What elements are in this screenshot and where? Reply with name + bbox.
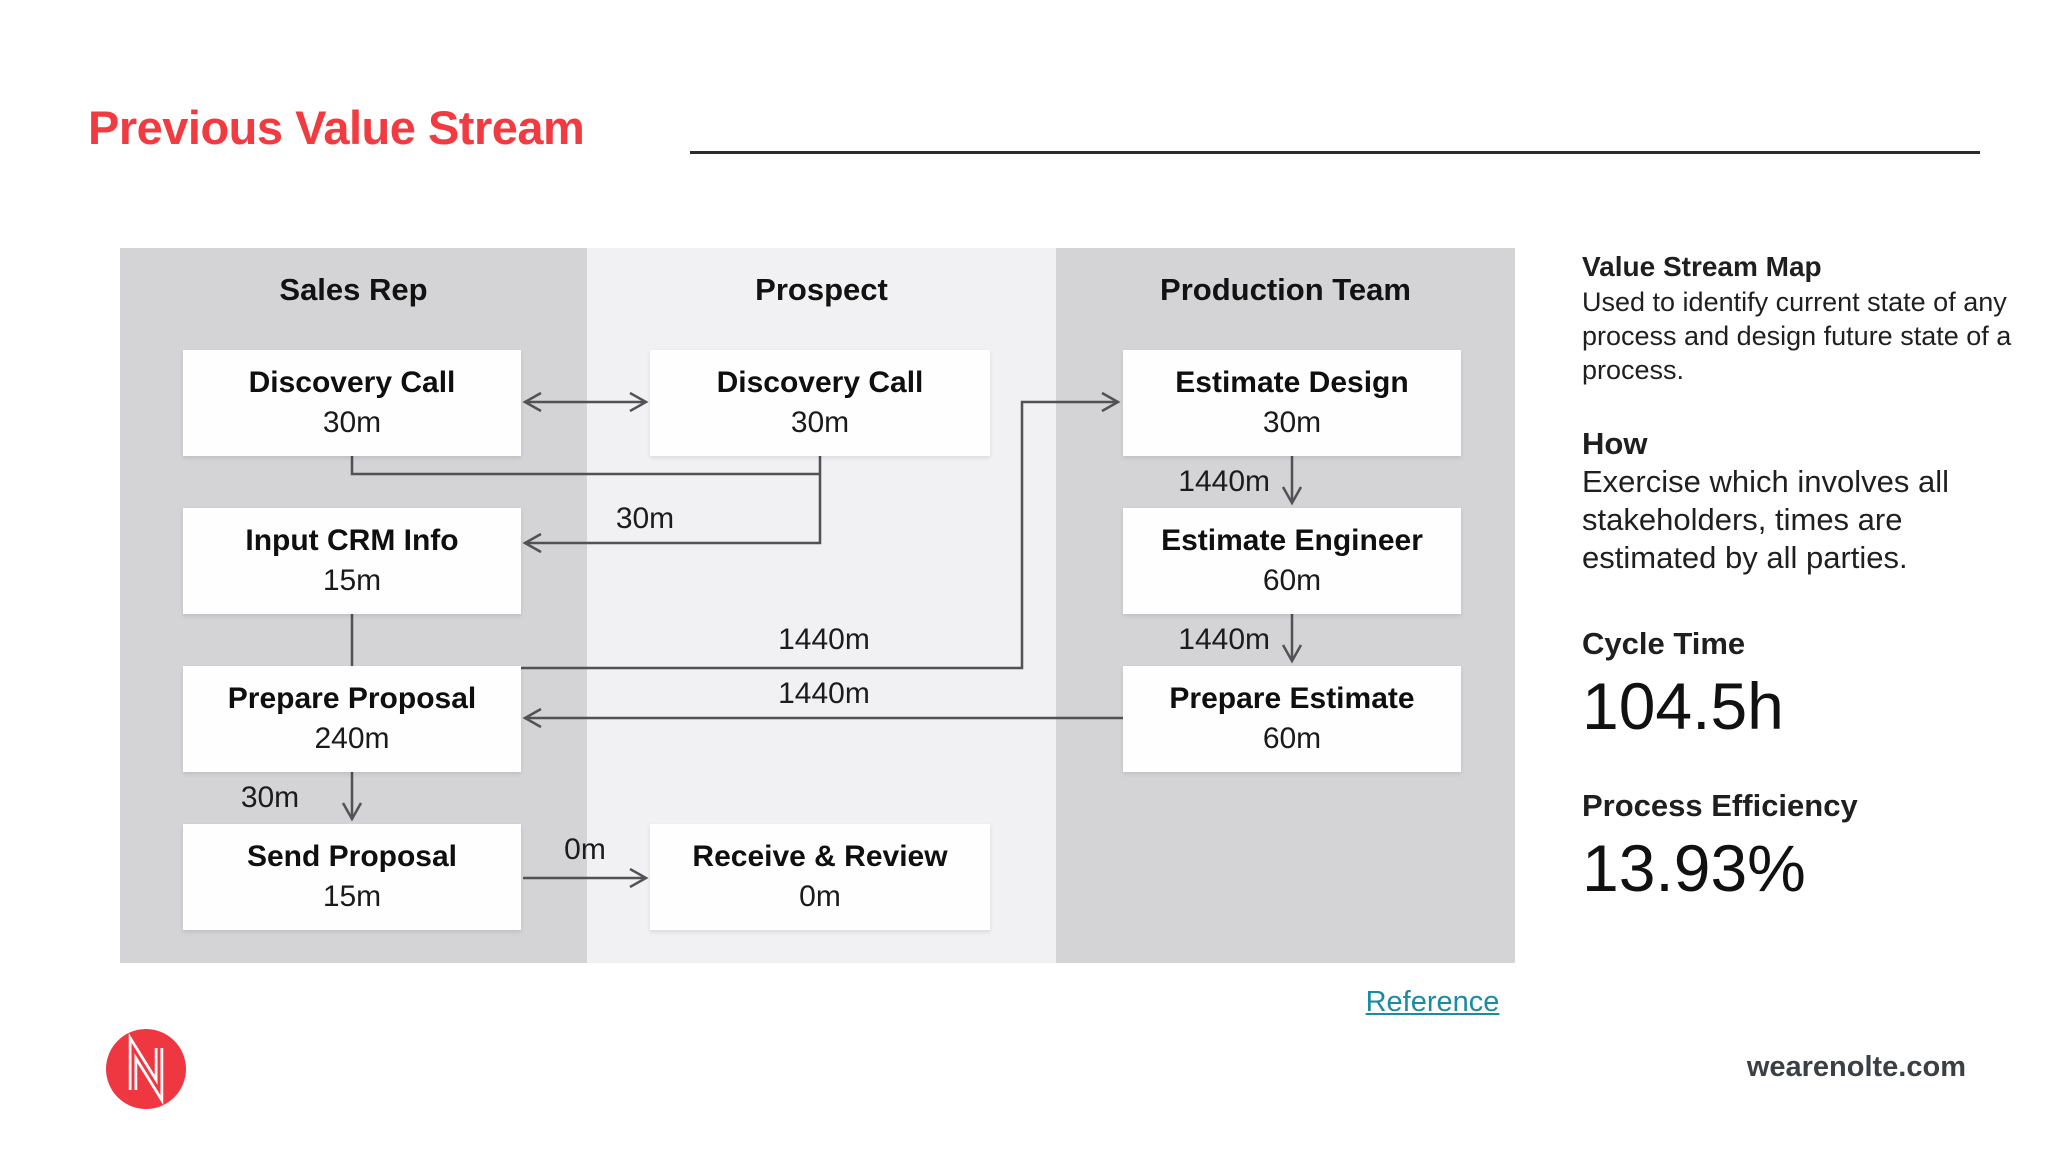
node-title: Prepare Estimate <box>1169 682 1415 715</box>
node-title: Discovery Call <box>716 366 924 399</box>
edge-label-proposal-to-send: 30m <box>240 781 300 814</box>
edge-label-estimate-to-proposal: 1440m <box>778 677 870 710</box>
node-time: 30m <box>790 406 850 439</box>
lane-header-production-team: Production Team <box>1160 272 1411 307</box>
node-title: Receive & Review <box>692 840 948 873</box>
node-title: Estimate Design <box>1175 366 1409 399</box>
node-time: 15m <box>322 564 382 597</box>
node-prepare-estimate: Prepare Estimate 60m <box>1123 666 1461 772</box>
node-send-proposal: Send Proposal 15m <box>183 824 521 930</box>
node-time: 0m <box>799 880 841 913</box>
node-prepare-proposal: Prepare Proposal 240m <box>183 666 521 772</box>
how-description: Exercise which involves all stakeholders… <box>1582 464 1949 575</box>
node-time: 60m <box>1262 722 1322 755</box>
edge-label-engineer-to-estimate: 1440m <box>1178 623 1270 656</box>
how-heading: How <box>1582 426 1648 461</box>
sidebar-notes: Value Stream Map Used to identify curren… <box>1582 250 2022 905</box>
edge-label-send-to-receive: 0m <box>564 833 606 866</box>
title-divider-line <box>690 151 1980 154</box>
node-discovery-call-prospect: Discovery Call 30m <box>650 350 990 456</box>
node-title: Prepare Proposal <box>227 682 477 715</box>
node-estimate-design: Estimate Design 30m <box>1123 350 1461 456</box>
node-input-crm-info: Input CRM Info 15m <box>183 508 521 614</box>
node-estimate-engineer: Estimate Engineer 60m <box>1123 508 1461 614</box>
nolte-logo <box>106 1029 186 1109</box>
node-time: 15m <box>322 880 382 913</box>
node-title: Send Proposal <box>246 840 458 873</box>
node-title: Discovery Call <box>248 366 456 399</box>
process-efficiency-label: Process Efficiency <box>1582 788 1858 823</box>
process-efficiency-value: 13.93% <box>1582 831 1806 905</box>
node-title: Estimate Engineer <box>1161 524 1423 557</box>
cycle-time-value: 104.5h <box>1582 669 1784 743</box>
node-time: 30m <box>322 406 382 439</box>
nolte-logo-icon <box>106 1029 186 1109</box>
edge-label-design-to-engineer: 1440m <box>1178 465 1270 498</box>
website-url: wearenolte.com <box>1746 1051 1966 1083</box>
edge-label-to-input-crm: 30m <box>615 502 675 535</box>
cycle-time-label: Cycle Time <box>1582 626 1746 661</box>
node-title: Input CRM Info <box>245 524 459 557</box>
lane-header-prospect: Prospect <box>755 272 888 307</box>
edge-label-to-estimate-design: 1440m <box>778 623 870 656</box>
vsm-description: Used to identify current state of any pr… <box>1582 287 2012 385</box>
node-time: 60m <box>1262 564 1322 597</box>
node-time: 240m <box>314 722 390 755</box>
node-discovery-call-sales: Discovery Call 30m <box>183 350 521 456</box>
vsm-heading: Value Stream Map <box>1582 251 1822 282</box>
node-receive-review: Receive & Review 0m <box>650 824 990 930</box>
lane-header-sales-rep: Sales Rep <box>279 272 428 307</box>
reference-link[interactable]: Reference <box>1365 986 1500 1018</box>
page-title: Previous Value Stream <box>88 101 585 154</box>
node-time: 30m <box>1262 406 1322 439</box>
